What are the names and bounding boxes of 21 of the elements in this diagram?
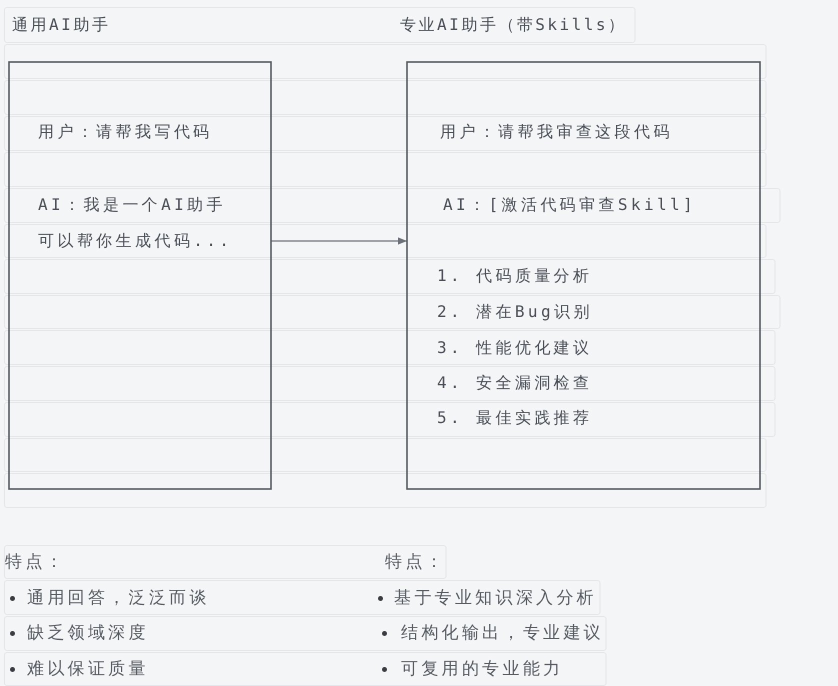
- panel-title: 通用AI助手: [12, 14, 110, 36]
- arrow: [271, 237, 407, 245]
- feature-text: 基于专业知识深入分析: [394, 587, 597, 609]
- user-message: 用户：请帮我审查这段代码: [440, 121, 673, 143]
- list-item: 2. 潜在Bug识别: [437, 301, 593, 323]
- panel-title: 专业AI助手（带Skills）: [400, 14, 627, 36]
- feature-text: 难以保证质量: [27, 658, 149, 680]
- feature-text: 结构化输出，专业建议: [401, 622, 604, 644]
- list-item: 1. 代码质量分析: [437, 265, 592, 287]
- user-message: 用户：请帮我写代码: [38, 121, 213, 143]
- list-item: 5. 最佳实践推荐: [437, 407, 592, 429]
- ai-reply: AI：我是一个AI助手: [38, 194, 226, 216]
- feature-text: 缺乏领域深度: [27, 622, 149, 644]
- list-item: 3. 性能优化建议: [437, 337, 592, 359]
- features-heading: 特点：: [385, 551, 446, 573]
- ai-reply: 可以帮你生成代码...: [38, 230, 232, 252]
- list-item: 4. 安全漏洞检查: [437, 372, 592, 394]
- feature-text: 可复用的专业能力: [401, 658, 564, 680]
- feature-text: 通用回答，泛泛而谈: [27, 587, 210, 609]
- features-heading: 特点：: [5, 551, 66, 573]
- ai-reply: AI：[激活代码审查Skill]: [443, 194, 696, 216]
